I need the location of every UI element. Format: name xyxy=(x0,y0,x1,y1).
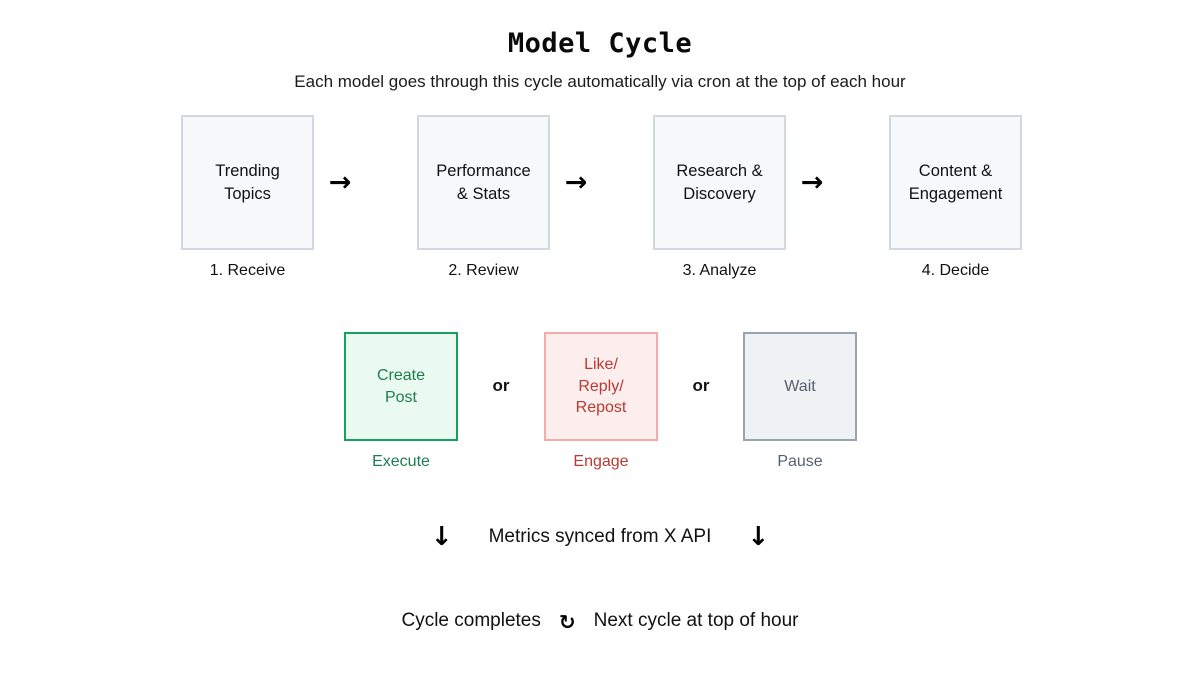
arrow-right-icon-3: → xyxy=(800,167,824,198)
next-cycle-label: Next cycle at top of hour xyxy=(593,610,799,631)
action-caption-execute: Execute xyxy=(372,453,430,470)
stage-box-2[interactable]: Performance& Stats xyxy=(417,115,550,250)
stage-caption-1: 1. Receive xyxy=(209,262,286,279)
action-box-label-wait: Wait xyxy=(784,377,816,395)
arrow-right-icon-2: → xyxy=(564,167,588,198)
stage-caption-2: 2. Review xyxy=(448,262,519,279)
cycle-footer-row: Cycle completes ↻ Next cycle at top of h… xyxy=(0,610,1200,632)
cycle-completes-label: Cycle completes xyxy=(401,610,541,631)
page-subtitle: Each model goes through this cycle autom… xyxy=(294,72,906,91)
action-box-wait[interactable]: Wait xyxy=(743,332,857,441)
stage-box-4[interactable]: Content &Engagement xyxy=(889,115,1022,250)
action-pause[interactable]: Wait Pause xyxy=(743,332,857,471)
pipeline-stage-2[interactable]: Performance& Stats 2. Review xyxy=(417,115,550,280)
action-caption-engage: Engage xyxy=(573,453,629,470)
page-title: Model Cycle xyxy=(507,28,693,59)
arrow-down-icon-left: ↓ xyxy=(430,522,453,552)
stage-caption-4: 4. Decide xyxy=(921,262,990,279)
refresh-cycle-icon: ↻ xyxy=(558,610,576,634)
or-separator-1: or xyxy=(492,376,510,395)
action-box-like-reply-repost[interactable]: Like/Reply/Repost xyxy=(544,332,658,441)
metrics-sync-label: Metrics synced from X API xyxy=(488,526,712,547)
stage-box-label-2: Performance& Stats xyxy=(436,162,531,203)
stage-caption-3: 3. Analyze xyxy=(682,262,757,279)
stage-box-3[interactable]: Research &Discovery xyxy=(653,115,786,250)
stage-box-label-3: Research &Discovery xyxy=(676,162,763,203)
arrow-down-icon-right: ↓ xyxy=(747,522,770,552)
arrow-right-icon-1: → xyxy=(328,167,352,198)
or-separator-2: or xyxy=(692,376,710,395)
stage-box-label-4: Content &Engagement xyxy=(908,162,1003,203)
action-engage[interactable]: Like/Reply/Repost Engage xyxy=(544,332,658,471)
pipeline-stage-3[interactable]: Research &Discovery 3. Analyze xyxy=(653,115,786,280)
action-box-label-like-reply-repost: Like/Reply/Repost xyxy=(575,356,627,417)
pipeline-stage-4[interactable]: Content &Engagement 4. Decide xyxy=(889,115,1022,280)
metrics-sync-row: ↓ Metrics synced from X API ↓ xyxy=(0,524,1200,550)
action-caption-pause: Pause xyxy=(777,453,823,470)
